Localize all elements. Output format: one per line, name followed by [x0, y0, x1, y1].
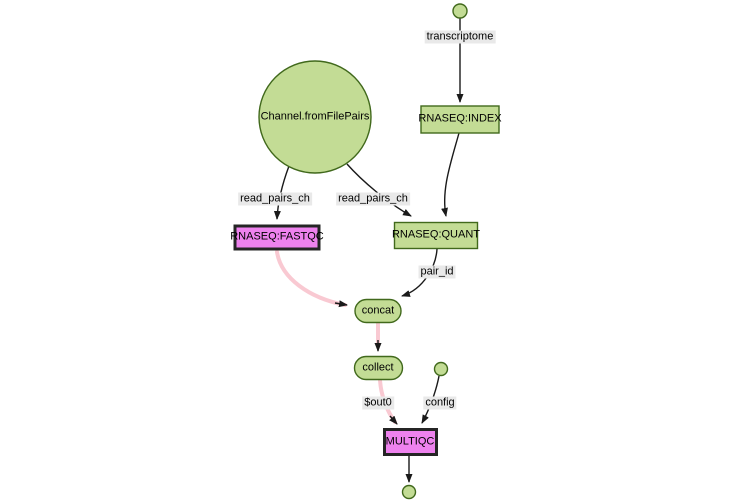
- rnaseq-fastqc-node: [233, 224, 321, 251]
- channel-origin-dot: [452, 3, 468, 19]
- rnaseq-index-label: RNASEQ:INDEX: [418, 112, 502, 125]
- channel-fromfilepairs-node: [258, 60, 372, 174]
- edge-label-read-pairs-ch-right: read_pairs_ch: [336, 192, 410, 206]
- edge-label-config: config: [423, 396, 457, 410]
- rnaseq-quant-label: RNASEQ:QUANT: [391, 228, 481, 241]
- rnaseq-fastqc-label: RNASEQ:FASTQC: [230, 230, 324, 243]
- rnaseq-index-node: [420, 105, 500, 134]
- output-dot: [401, 484, 417, 500]
- edge-label-read-pairs-ch-left: read_pairs_ch: [238, 192, 312, 206]
- multiqc-label: MULTIQC: [385, 435, 435, 448]
- edge-fastqc-to-concat-highlight: [275, 250, 347, 307]
- multiqc-node: [383, 428, 438, 456]
- edge-label-transcriptome: transcriptome: [424, 30, 496, 44]
- rnaseq-quant-node: [393, 221, 479, 250]
- edge-fastqc-to-concat-arrow: [334, 300, 348, 308]
- edge-channel-to-fastqc: [273, 165, 290, 220]
- edge-channel-to-quant: [346, 163, 412, 217]
- concat-operator-node: [354, 298, 402, 324]
- edge-label-pair-id: pair_id: [418, 265, 456, 279]
- collect-label: collect: [362, 361, 394, 374]
- config-origin-dot: [433, 361, 449, 377]
- edge-collect-to-multiqc-arrow: [389, 415, 398, 425]
- concat-label: concat: [361, 304, 395, 317]
- collect-operator-node: [353, 355, 404, 381]
- edge-label-out0: $out0: [362, 396, 394, 410]
- edge-index-to-quant: [441, 132, 460, 217]
- channel-fromfilepairs-label: Channel.fromFilePairs: [260, 110, 370, 123]
